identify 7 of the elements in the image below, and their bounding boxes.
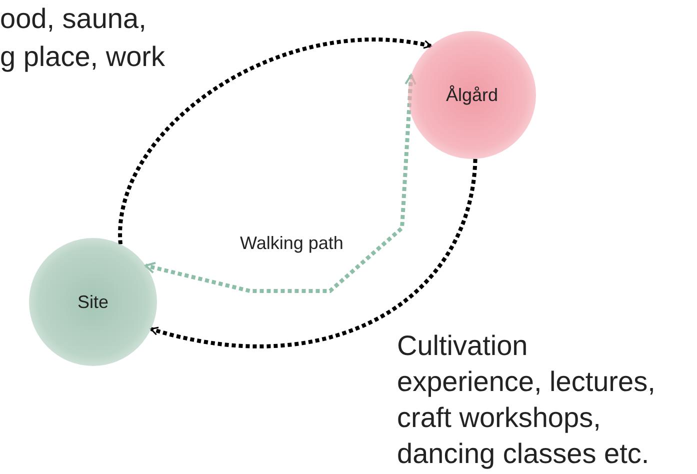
node-label: Ålgård (446, 84, 498, 107)
node-label: Site (77, 290, 109, 314)
dashed-arrow (150, 158, 478, 348)
edge-label: ood, sauna, g place, work (0, 2, 166, 74)
dashed-arrow (118, 38, 432, 244)
edge-label: Cultivation experience, lectures, craft workshops, dancing classes etc. (397, 329, 656, 471)
dashed-arrow (144, 74, 417, 293)
